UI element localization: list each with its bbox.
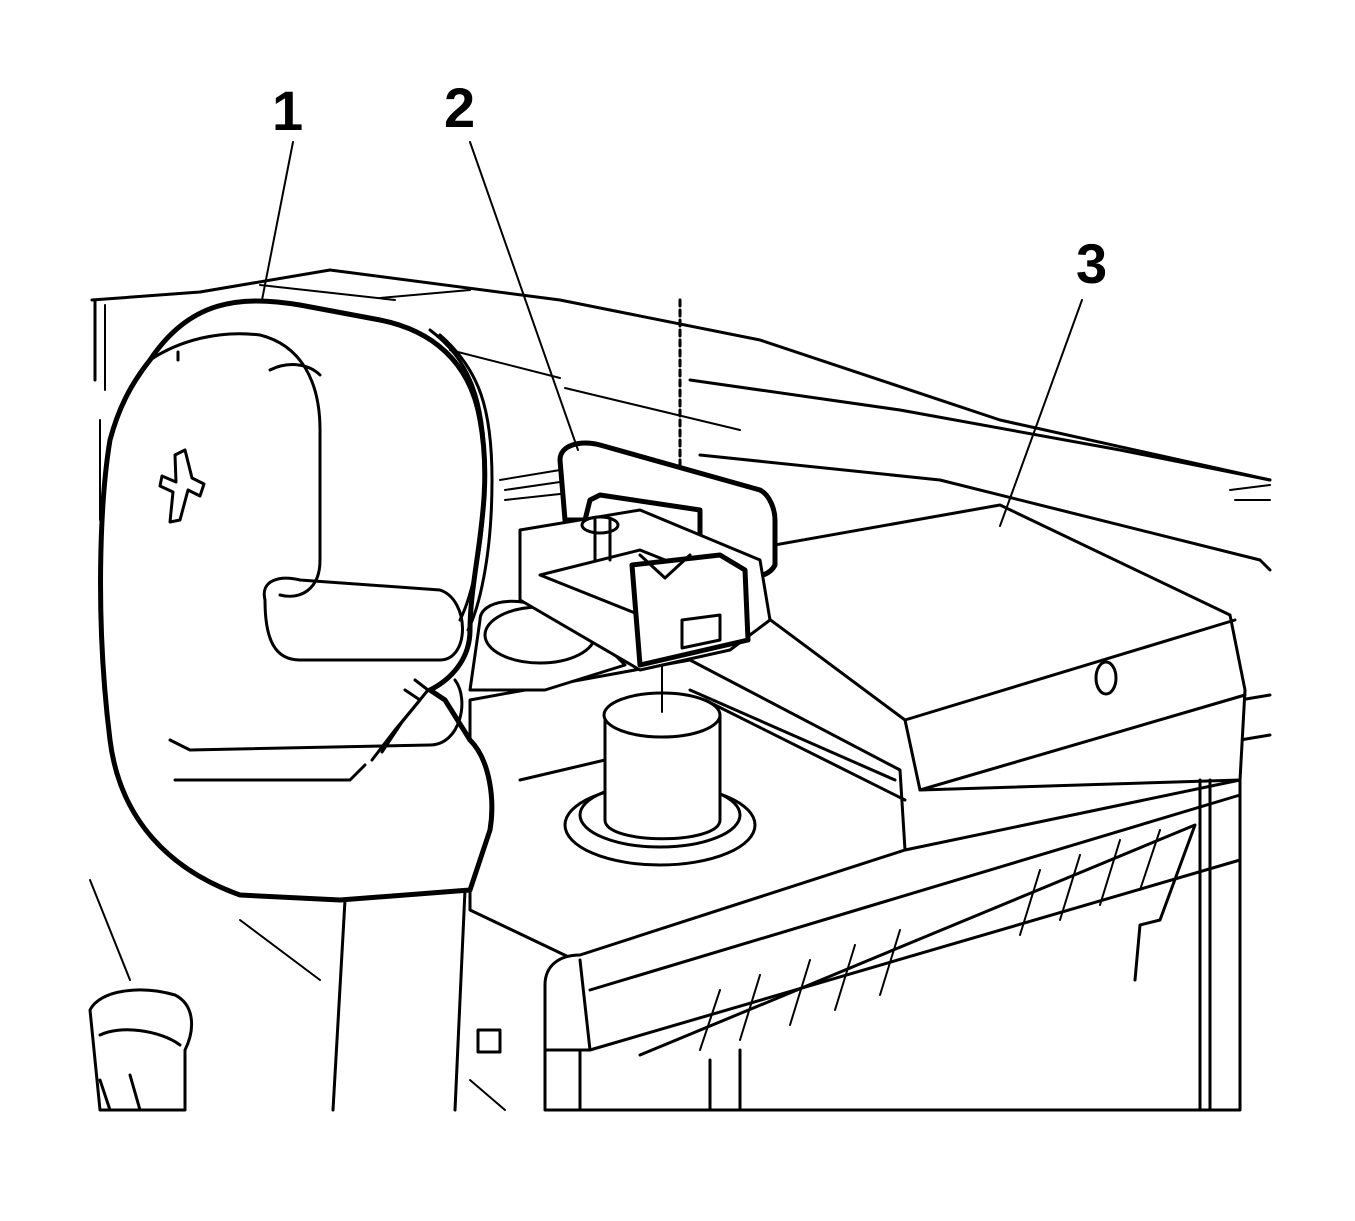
callout-3: 3 <box>1076 232 1107 295</box>
leader-line-3 <box>999 299 1083 527</box>
positive-post <box>563 659 757 867</box>
callout-1: 1 <box>272 79 303 142</box>
callout-2: 2 <box>444 76 475 139</box>
battery-positive-cable-clamp <box>468 440 778 692</box>
positive-terminal-cover <box>98 298 495 1112</box>
leader-lines <box>261 141 1083 527</box>
plus-symbol-icon <box>158 448 206 524</box>
lower-left-component <box>88 988 194 1112</box>
vehicle-structure <box>89 268 1272 1111</box>
leader-line-2 <box>469 141 579 451</box>
leader-line-1 <box>261 141 294 301</box>
